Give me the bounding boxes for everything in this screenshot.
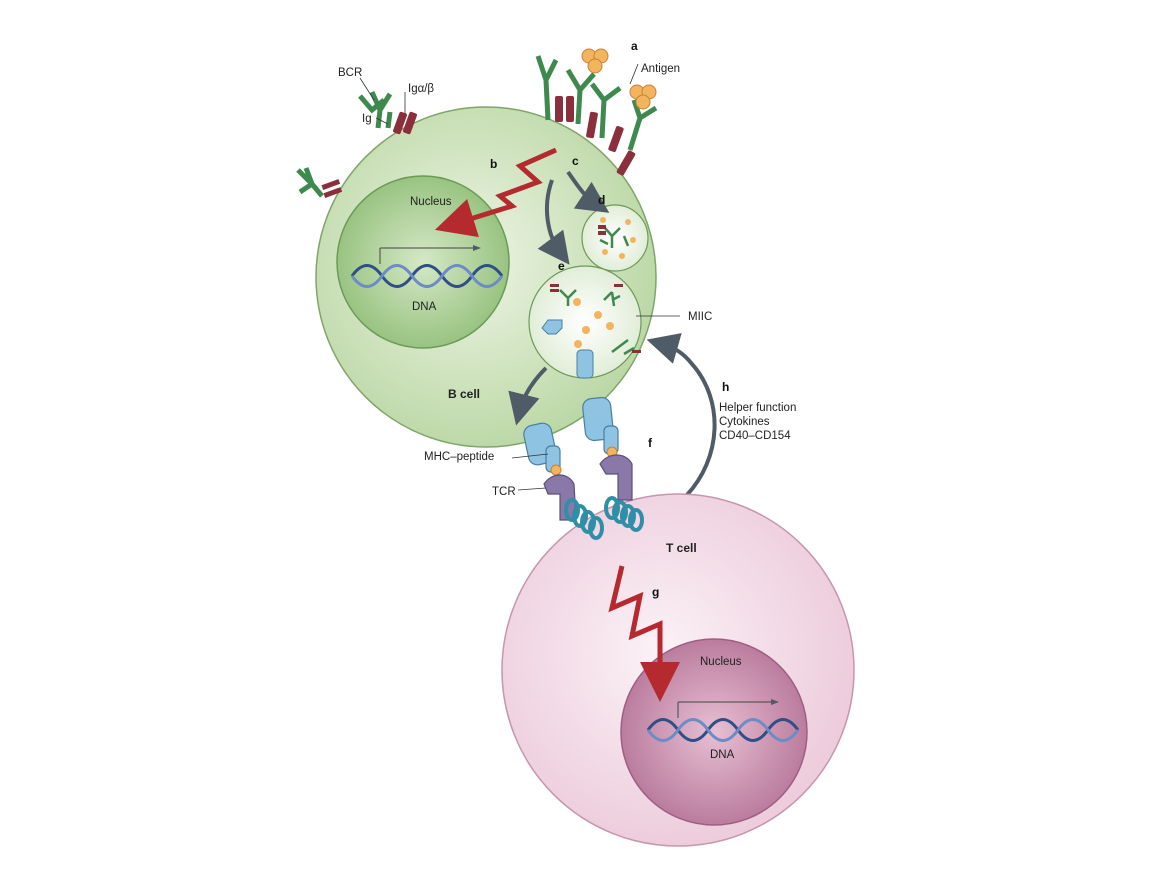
ig-label: Ig [362,113,372,125]
t-nucleus-label: Nucleus [700,656,742,668]
step-g-label: g [652,585,659,599]
endosome-contents [598,217,636,259]
b-cell-label: B cell [448,387,480,401]
internalization-arrow-to-miic [537,179,570,265]
miic-contents [541,284,641,379]
t-cell-label: T cell [666,541,697,555]
bcr-receptor-left [296,167,343,198]
step-f-label: f [648,436,653,450]
cd40-label: CD40–CD154 [719,430,791,442]
t-dna-label: DNA [710,749,735,761]
bcr-receptor-cluster-top [535,55,658,176]
leader-lines [359,63,680,491]
antigen-icon-1 [581,48,609,74]
antigen-icon-2 [629,84,657,110]
step-c-label: c [572,154,579,168]
bcr-label: BCR [338,67,362,79]
b-nucleus-label: Nucleus [410,196,452,208]
endosome-vesicle [581,204,649,272]
step-a-label: a [631,39,638,53]
step-d-label: d [598,193,605,207]
b-dna-label: DNA [412,301,437,313]
tcr-label: TCR [492,486,516,498]
b-cell-signal-arrow [434,147,558,238]
internalization-arrow-to-endosome [566,170,610,213]
step-b-label: b [490,157,497,171]
miic-label: MIIC [688,311,712,323]
helper-function-arrow [646,333,717,498]
ig-alpha-beta-label: Igα/β [408,83,434,95]
helper-function-label: Helper function [719,402,796,414]
mhc-tcr-complex-right [582,396,644,532]
mhc-peptide-label: MHC–peptide [424,451,494,463]
mhc-tcr-complex-left [523,422,604,540]
cytokines-label: Cytokines [719,416,770,428]
t-cell-dna-icon [646,699,800,742]
step-e-label: e [558,259,565,273]
t-cell-signal-arrow [608,565,680,702]
b-cell-dna-icon [350,245,504,288]
bcr-receptor-top-left [358,90,417,135]
presentation-arrow [508,366,548,426]
step-h-label: h [722,380,729,394]
antigen-label: Antigen [641,63,680,75]
